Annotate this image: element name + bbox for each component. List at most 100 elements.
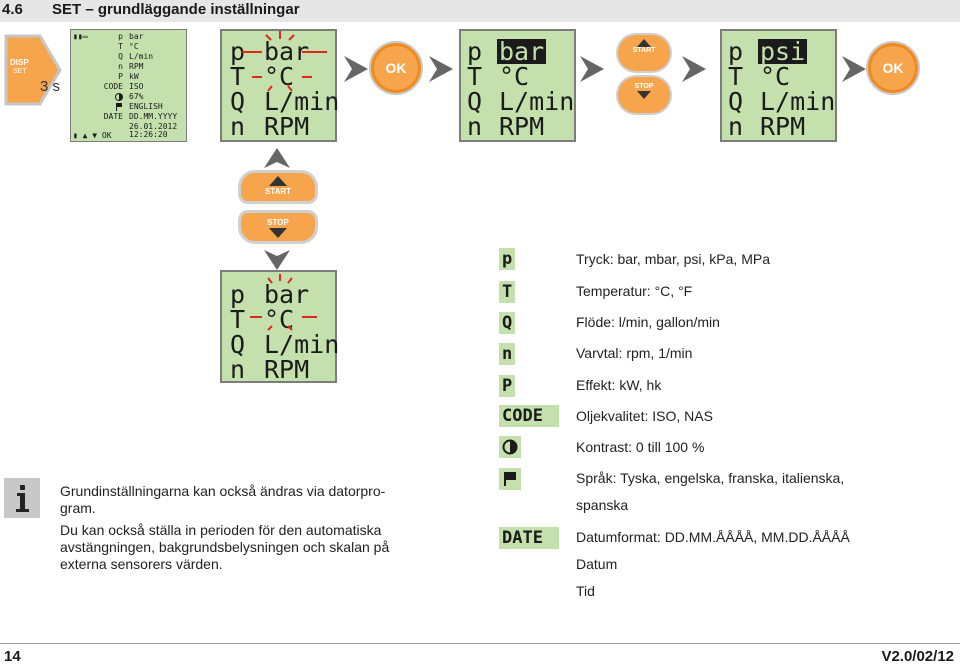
arrow-right-icon	[429, 56, 453, 82]
info-icon	[4, 478, 40, 518]
overview-key: P	[118, 72, 123, 81]
row-key: n	[230, 355, 246, 384]
triangle-down-icon	[269, 228, 287, 238]
row-value: °C	[760, 62, 791, 91]
row-value: bar	[264, 37, 310, 66]
row-key: T	[230, 305, 246, 334]
note-line: Du kan också ställa in perioden för den …	[60, 522, 382, 538]
legend-text-language: Språk: Tyska, engelska, franska, italien…	[576, 470, 845, 486]
overview-date-value: 26.01.2012	[129, 122, 178, 131]
legend-symbol-date: DATE	[499, 527, 559, 549]
arrow-up-icon	[264, 148, 290, 168]
stop-label: STOP	[634, 83, 654, 90]
contrast-icon	[115, 93, 123, 101]
flag-icon	[116, 103, 122, 111]
settings-overview-screen: ▮▮▭ p bar T °C Q L/min n RPM P kW CODE I…	[70, 29, 187, 142]
blink-indicator-icon	[242, 31, 327, 92]
row-value: RPM	[499, 112, 545, 141]
arrow-right-icon	[344, 56, 368, 82]
overview-value: bar	[129, 32, 144, 41]
legend-symbol-pressure: p	[499, 248, 516, 270]
legend-text-language-cont: spanska	[576, 497, 629, 513]
row-key: Q	[467, 87, 483, 116]
row-key: p	[230, 37, 246, 66]
note-line: gram.	[60, 500, 96, 516]
unit-screen-4: p bar T °C Q L/min n RPM	[220, 270, 340, 384]
legend-symbol-code: CODE	[499, 405, 559, 427]
overview-value: DD.MM.YYYY	[129, 112, 178, 121]
note-line: avstängningen, bakgrundsbelysningen och …	[60, 539, 390, 555]
ok-button[interactable]: OK	[369, 41, 423, 95]
hold-time: 3 s	[40, 78, 61, 95]
legend-text-time: Tid	[576, 583, 595, 599]
overview-ok-label: OK	[101, 131, 112, 140]
row-key: n	[728, 112, 744, 141]
unit-screen-3: p psi T °C Q L/min n RPM	[720, 29, 837, 142]
legend-text-temperature: Temperatur: °C, °F	[576, 283, 693, 299]
row-value-selected: psi	[758, 37, 808, 66]
overview-value: °C	[129, 42, 139, 51]
legend-text-date-format: Datumformat: DD.MM.ÅÅÅÅ, MM.DD.ÅÅÅÅ	[576, 529, 850, 545]
legend-symbol-power: P	[499, 375, 516, 397]
stop-button[interactable]: STOP	[616, 75, 672, 115]
unit-screen-2: p bar T °C Q L/min n RPM	[459, 29, 576, 142]
legend-symbol-speed: n	[499, 343, 516, 365]
stop-label: STOP	[267, 218, 289, 227]
set-label: SET	[13, 68, 27, 75]
row-value: L/min	[499, 87, 575, 116]
arrow-right-icon	[682, 56, 706, 82]
section-header	[0, 0, 960, 22]
row-key: T	[230, 62, 246, 91]
legend-text-speed: Varvtal: rpm, 1/min	[576, 345, 693, 361]
overview-value: kW	[129, 72, 139, 81]
note-line: Grundinställningarna kan också ändras vi…	[60, 483, 386, 499]
start-button-large[interactable]: START	[238, 170, 318, 204]
overview-footer: ▮ ▲ ▼ OK	[73, 131, 112, 140]
row-value: L/min	[264, 330, 340, 359]
row-value: bar	[264, 280, 310, 309]
row-value: °C	[264, 62, 295, 91]
ok-button[interactable]: OK	[866, 41, 920, 95]
legend-text-power: Effekt: kW, hk	[576, 377, 662, 393]
row-key: Q	[230, 87, 246, 116]
row-key: n	[467, 112, 483, 141]
row-value: L/min	[264, 87, 340, 116]
overview-key: CODE	[103, 82, 123, 91]
document-version: V2.0/02/12	[881, 648, 954, 665]
blink-indicator-icon	[250, 274, 317, 331]
flag-icon	[504, 472, 516, 486]
start-label: START	[632, 47, 656, 54]
arrow-right-icon	[842, 56, 866, 82]
disp-set-button[interactable]	[0, 30, 62, 110]
footer-rule	[0, 643, 960, 644]
triangle-up-icon	[637, 39, 651, 47]
legend-symbol-flow: Q	[499, 312, 516, 334]
arrow-down-icon	[264, 250, 290, 270]
legend-text-oil-quality: Oljekvalitet: ISO, NAS	[576, 408, 713, 424]
legend-symbol-temperature: T	[499, 281, 516, 303]
row-key: p	[230, 280, 246, 309]
note-line: externa sensorers värden.	[60, 556, 223, 572]
legend-text-flow: Flöde: l/min, gallon/min	[576, 314, 720, 330]
start-label: START	[264, 187, 292, 196]
stop-button-large[interactable]: STOP	[238, 210, 318, 244]
contrast-icon	[502, 439, 518, 455]
overview-key: DATE	[103, 112, 123, 121]
legend-text-date: Datum	[576, 556, 618, 572]
unit-screen-1: p bar T °C Q L/min n RPM	[220, 29, 340, 142]
overview-key: n	[118, 62, 123, 71]
row-key: T	[467, 62, 483, 91]
overview-value: ENGLISH	[129, 102, 163, 111]
row-value: L/min	[760, 87, 836, 116]
overview-value: RPM	[129, 62, 144, 71]
row-key: p	[467, 37, 483, 66]
row-key: n	[230, 112, 246, 141]
disp-label: DISP	[10, 58, 29, 67]
start-button[interactable]: START	[616, 33, 672, 73]
row-value: RPM	[760, 112, 806, 141]
section-title: SET – grundläggande inställningar	[52, 1, 300, 18]
row-key: Q	[728, 87, 744, 116]
legend-text-pressure: Tryck: bar, mbar, psi, kPa, MPa	[576, 251, 770, 267]
overview-value: L/min	[129, 52, 154, 61]
row-value-selected: bar	[497, 37, 547, 66]
